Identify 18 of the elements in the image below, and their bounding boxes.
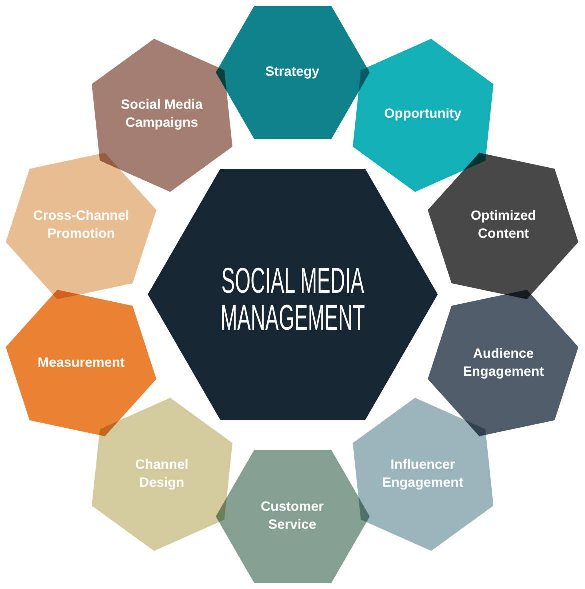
hexagon-label: Optimized Content [470,207,538,244]
hexagon [92,38,232,192]
hexagon [352,38,494,192]
hexagon [428,290,579,437]
hexagon-label: Channel Design [134,456,190,492]
hexagon [6,153,157,300]
hexagon-label: Social Media Campaigns [120,96,204,132]
hexagon-label: Cross-Channel Promotion [32,207,130,244]
hexagon-label: Opportunity [383,105,463,124]
hexagon-label: Customer Service [260,498,325,534]
hexagon-label: Influencer Engagement [381,456,464,492]
hexagon [92,398,232,552]
hexagon-label: Audience Engagement [462,344,546,381]
hexagon-label: Strategy [264,62,321,81]
hexagon-label: Measurement [36,354,126,372]
central-hexagon [148,169,438,421]
hexagon [352,398,494,552]
central-title: SOCIAL MEDIA MANAGEMENT [219,262,366,336]
